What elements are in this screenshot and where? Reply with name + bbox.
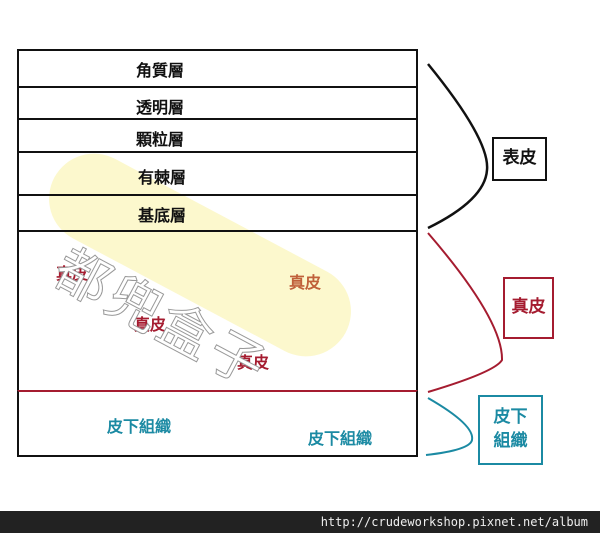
layer-dermis <box>17 230 418 392</box>
label-lucidum: 透明層 <box>136 98 185 117</box>
epidermis-bracket <box>427 63 489 230</box>
dermis-box: 真皮 <box>503 277 554 339</box>
layer-stratum-granulosum <box>17 118 418 153</box>
layer-subcutis <box>17 390 418 457</box>
dermis-box-label: 真皮 <box>511 297 546 318</box>
epidermis-box-label: 表皮 <box>502 148 537 169</box>
label-basale: 基底層 <box>138 206 187 225</box>
subcutis-bracket <box>425 397 474 456</box>
label-granulosum: 顆粒層 <box>136 130 185 149</box>
layer-stratum-lucidum <box>17 86 418 120</box>
label-subcutis: 皮下組織 <box>107 417 172 436</box>
label-corneum: 角質層 <box>136 61 185 80</box>
label-spinosum: 有棘層 <box>138 168 187 187</box>
layer-stratum-basale <box>17 194 418 232</box>
layer-stratum-corneum <box>17 49 418 88</box>
subcutis-box: 皮下 組織 <box>478 395 543 465</box>
label-dermis: 真皮 <box>289 273 322 292</box>
label-subcutis: 皮下組織 <box>308 429 373 448</box>
subcutis-box-label-1: 皮下 <box>493 407 528 428</box>
subcutis-box-label-2: 組織 <box>493 431 528 451</box>
dermis-bracket <box>427 232 504 393</box>
label-dermis: 真皮 <box>134 315 167 334</box>
epidermis-box: 表皮 <box>492 137 547 181</box>
footer-url: http://crudeworkshop.pixnet.net/album <box>0 511 600 533</box>
layer-stratum-spinosum <box>17 151 418 196</box>
label-dermis: 真皮 <box>237 353 270 372</box>
label-dermis: 真皮 <box>56 264 89 283</box>
